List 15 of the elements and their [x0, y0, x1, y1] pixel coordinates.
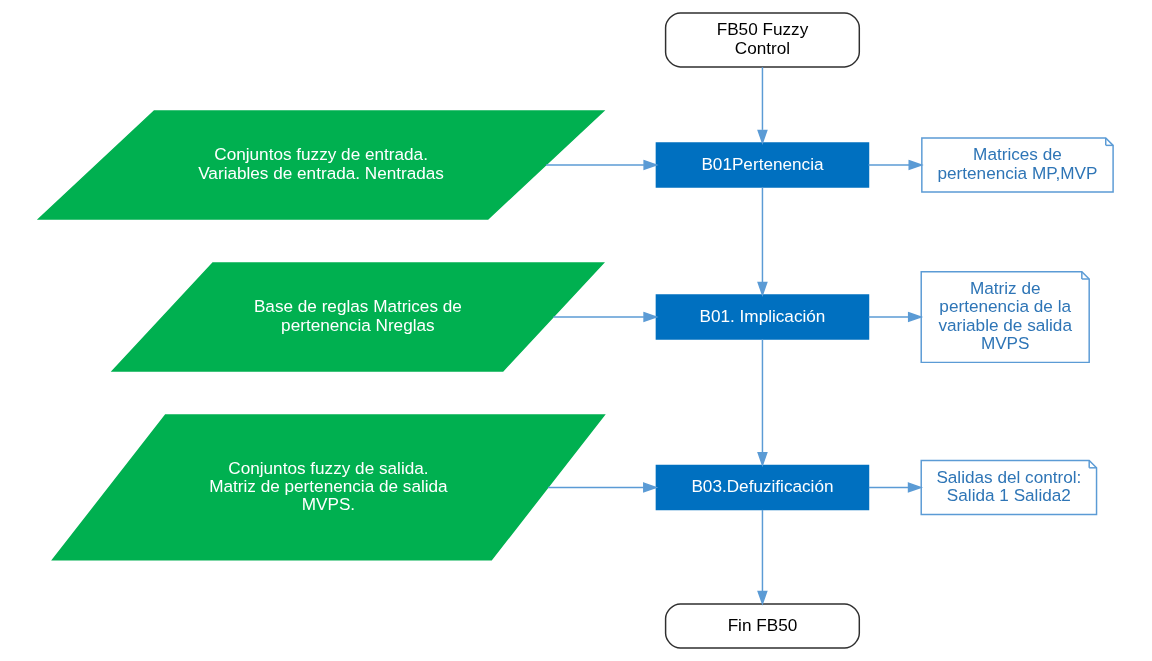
- node-box: B03.Defuzificación: [655, 464, 870, 511]
- arrow: [867, 159, 924, 171]
- node-box: FB50 FuzzyControl: [664, 12, 861, 68]
- arrow: [757, 66, 768, 145]
- arrow: [757, 509, 768, 606]
- arrow: [868, 482, 923, 493]
- node-box: B01. Implicación: [655, 294, 870, 340]
- arrow: [552, 311, 659, 323]
- node-box: B01Pertenencia: [655, 142, 870, 188]
- node-box: Fin FB50: [664, 603, 861, 649]
- arrow: [867, 311, 924, 323]
- arrow: [757, 186, 768, 297]
- arrow: [547, 482, 659, 493]
- arrow: [545, 159, 659, 171]
- arrow: [757, 338, 768, 468]
